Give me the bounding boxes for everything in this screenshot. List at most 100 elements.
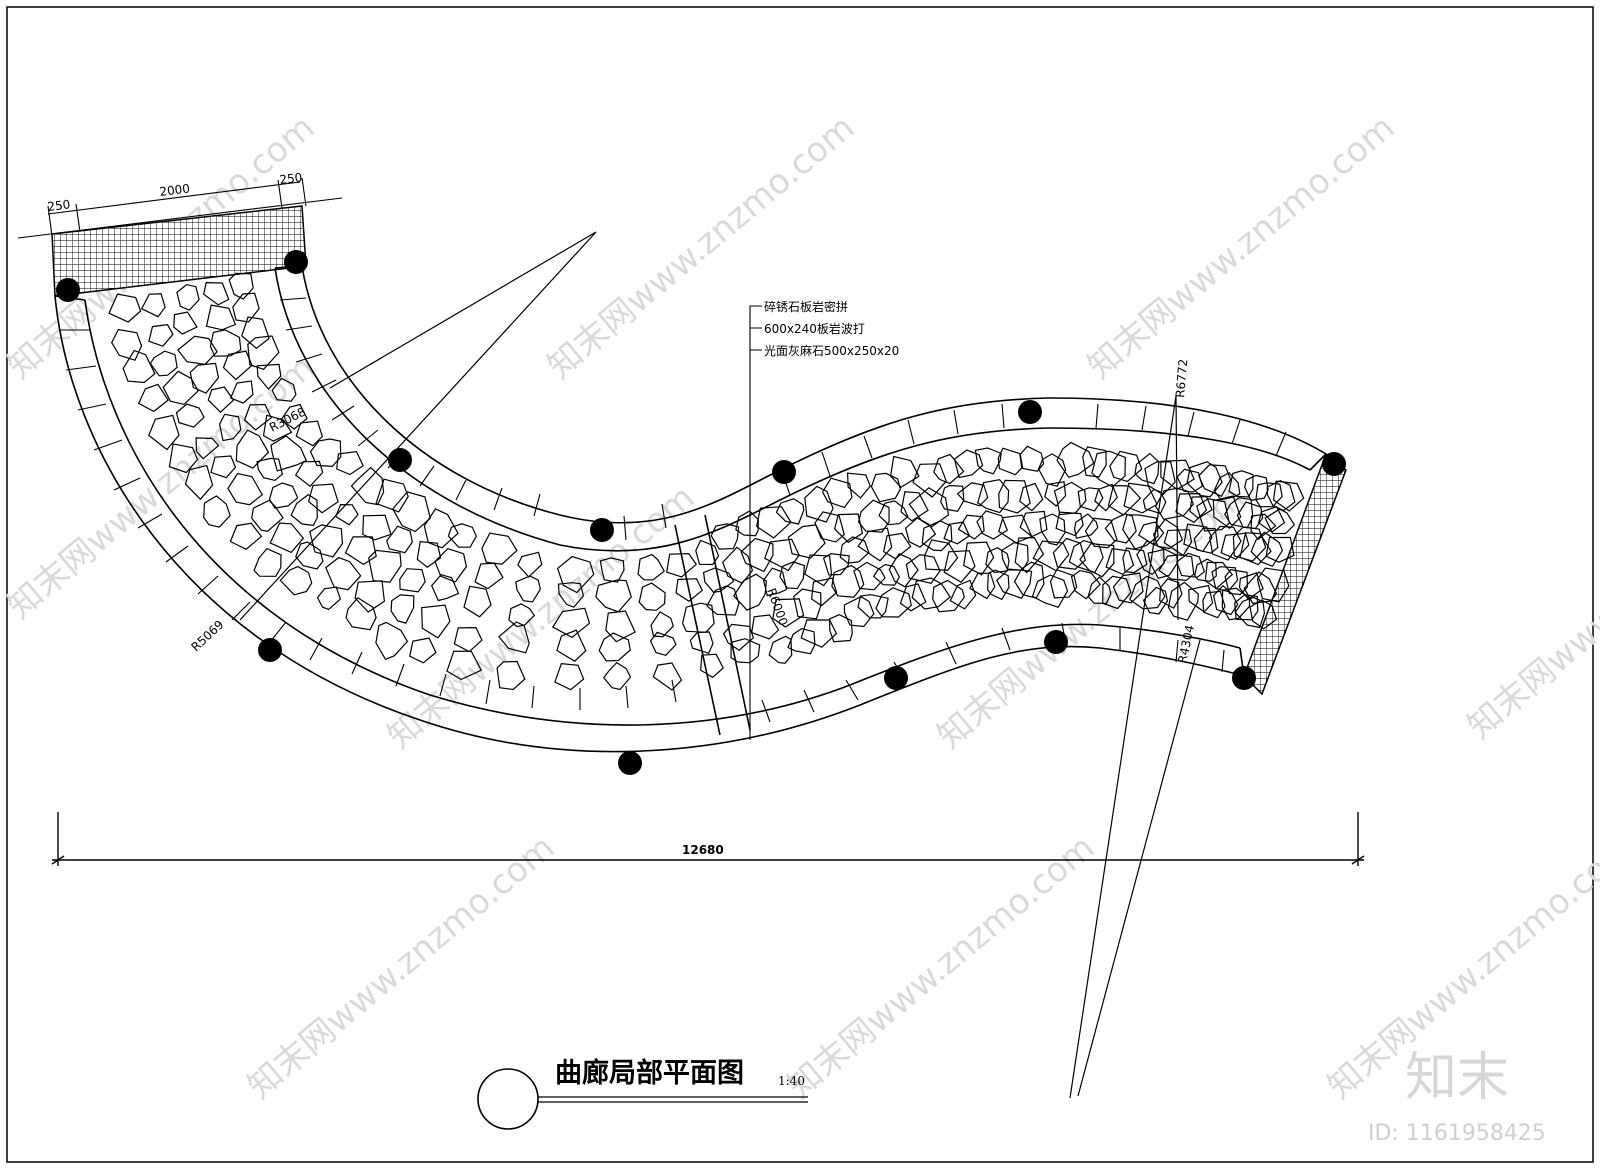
paving-stone <box>270 435 308 472</box>
paving-stone <box>710 523 740 550</box>
top-dimension-line <box>17 177 343 239</box>
paving-stone <box>251 499 284 532</box>
paving-stone <box>1082 446 1107 478</box>
paving-stone <box>1256 567 1290 603</box>
paving-stone <box>203 281 230 306</box>
paving-stone <box>650 611 674 638</box>
paving-stone <box>899 583 927 612</box>
paving-stone <box>307 483 339 514</box>
paving-stone <box>390 594 415 624</box>
paving-stone <box>637 553 665 581</box>
paving-stone <box>1000 541 1029 571</box>
paving-stone <box>872 563 901 586</box>
paving-stone <box>262 414 293 442</box>
paving-stone <box>1255 482 1283 508</box>
paving-stone <box>168 443 199 474</box>
paving-stone <box>857 499 890 533</box>
paving-stone <box>325 556 362 591</box>
paving-stone <box>111 328 143 361</box>
column-post <box>1018 400 1042 424</box>
paving-stone <box>247 335 280 370</box>
paving-stone <box>344 536 377 566</box>
paving-stone <box>787 524 826 559</box>
paving-stone <box>1209 525 1242 561</box>
dimension-label: 250 <box>279 170 303 187</box>
paving-stone <box>1032 540 1070 572</box>
paving-stone <box>1107 484 1142 516</box>
paving-stone <box>932 579 965 613</box>
paving-stone <box>772 598 805 628</box>
paving-stone <box>923 539 959 571</box>
paving-stone <box>997 447 1023 476</box>
paving-stone <box>1129 575 1166 610</box>
paving-stone <box>175 403 205 428</box>
paving-stone <box>1160 459 1195 491</box>
material-leader <box>749 305 762 740</box>
paving-stone <box>354 580 386 613</box>
paving-stone <box>280 403 308 430</box>
paving-stone <box>857 594 889 619</box>
paving-stone <box>268 482 299 509</box>
paving-stone <box>976 478 1010 514</box>
paving-stone <box>828 614 853 643</box>
column-post <box>772 460 796 484</box>
paving-stone <box>184 464 214 501</box>
paving-stone <box>232 292 260 323</box>
paving-stone <box>943 550 976 583</box>
paving-stone <box>905 553 941 584</box>
paving-stone <box>875 587 912 618</box>
paving-stone <box>241 316 270 350</box>
paving-stone <box>940 484 965 512</box>
title-symbol <box>477 1068 539 1130</box>
paving-stone <box>976 510 1009 540</box>
radius-label: R5069 <box>188 617 226 654</box>
paving-stone <box>551 607 591 639</box>
paving-stone <box>195 437 220 460</box>
watermark-text: 知末网www.znzmo.com <box>1080 107 1402 386</box>
drawing-scale: 1:40 <box>778 1074 805 1088</box>
paving-stone <box>1249 599 1278 630</box>
paving-stone <box>1224 569 1249 596</box>
paving-stone <box>722 623 755 651</box>
paving-stone <box>740 537 774 573</box>
paving-stone <box>517 551 543 578</box>
paving-stone <box>675 578 704 602</box>
paving-stone <box>556 555 595 594</box>
paving-stone <box>1142 586 1169 615</box>
paving-stone <box>447 523 477 548</box>
paving-stone <box>1257 505 1286 533</box>
paving-stone <box>205 304 237 331</box>
paving-stone <box>638 582 666 611</box>
paving-stone <box>430 574 460 602</box>
paving-stone <box>173 311 198 335</box>
paving-stone <box>421 604 451 639</box>
paving-stone <box>189 362 220 394</box>
paving-stone <box>375 478 409 513</box>
paving-stone <box>889 455 920 488</box>
paving-stone <box>1105 548 1135 576</box>
paving-stone <box>1073 513 1099 539</box>
column-post <box>1044 630 1068 654</box>
paving-stone <box>1204 561 1234 590</box>
paving-stone <box>1031 574 1069 609</box>
paving-stone <box>386 525 413 554</box>
paving-stone <box>1019 482 1044 512</box>
paving-stone <box>1221 587 1251 621</box>
paving-stone <box>176 283 200 311</box>
paving-stone <box>1134 452 1160 485</box>
paving-stone <box>800 619 838 648</box>
paving-stone <box>831 564 865 598</box>
paving-stone <box>399 568 426 593</box>
paving-stone <box>998 479 1031 514</box>
paving-stone <box>833 513 864 544</box>
paving-stone <box>140 293 166 318</box>
paving-stone <box>814 511 845 543</box>
paving-stone <box>1109 450 1143 483</box>
watermark-text: 知末网www.znzmo.com <box>780 827 1102 1106</box>
paving-stone <box>595 579 632 613</box>
paving-stone <box>295 420 323 447</box>
paving-stone <box>986 569 1010 601</box>
paving-stone <box>755 506 792 539</box>
paving-stone <box>1019 445 1045 472</box>
